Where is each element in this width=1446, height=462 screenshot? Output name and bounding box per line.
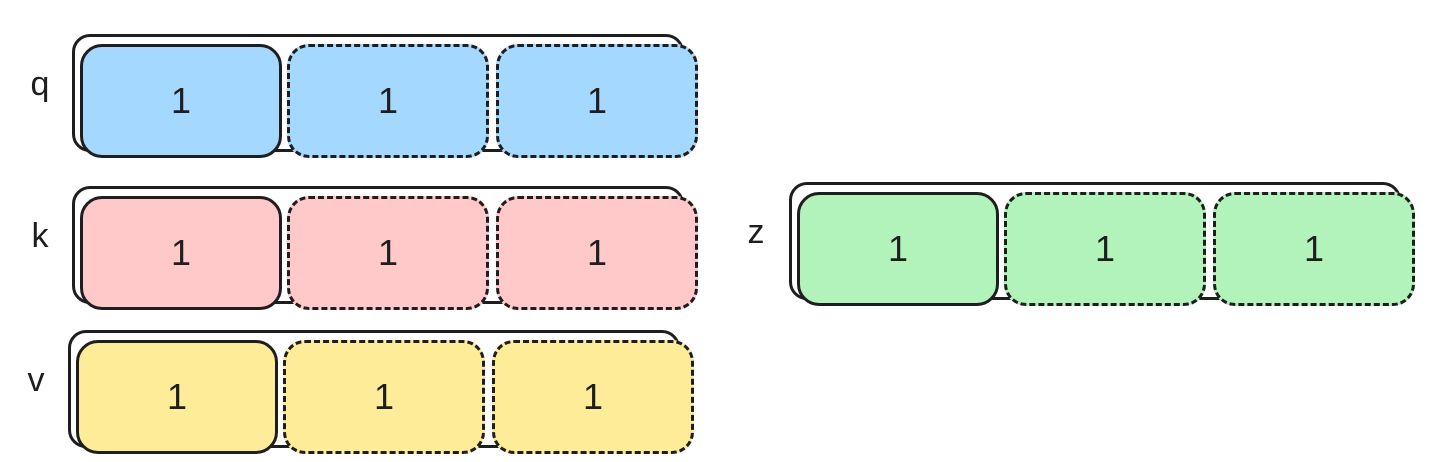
cell: 1 [80, 44, 282, 158]
label-z: z [747, 213, 765, 251]
cell: 1 [76, 340, 278, 454]
cell: 1 [287, 196, 489, 310]
tensor-q: 1 1 1 [72, 34, 710, 164]
label-q: q [30, 65, 50, 103]
tensor-v: 1 1 1 [68, 330, 706, 460]
cell: 1 [492, 340, 694, 454]
cell: 1 [287, 44, 489, 158]
label-v: v [27, 361, 45, 399]
cell: 1 [1213, 192, 1415, 306]
cell: 1 [496, 44, 698, 158]
cell: 1 [496, 196, 698, 310]
label-k: k [31, 217, 49, 255]
tensor-k: 1 1 1 [72, 186, 710, 316]
tensor-z: 1 1 1 [789, 182, 1427, 312]
cell: 1 [80, 196, 282, 310]
cell: 1 [1004, 192, 1206, 306]
cell: 1 [283, 340, 485, 454]
cell: 1 [797, 192, 999, 306]
